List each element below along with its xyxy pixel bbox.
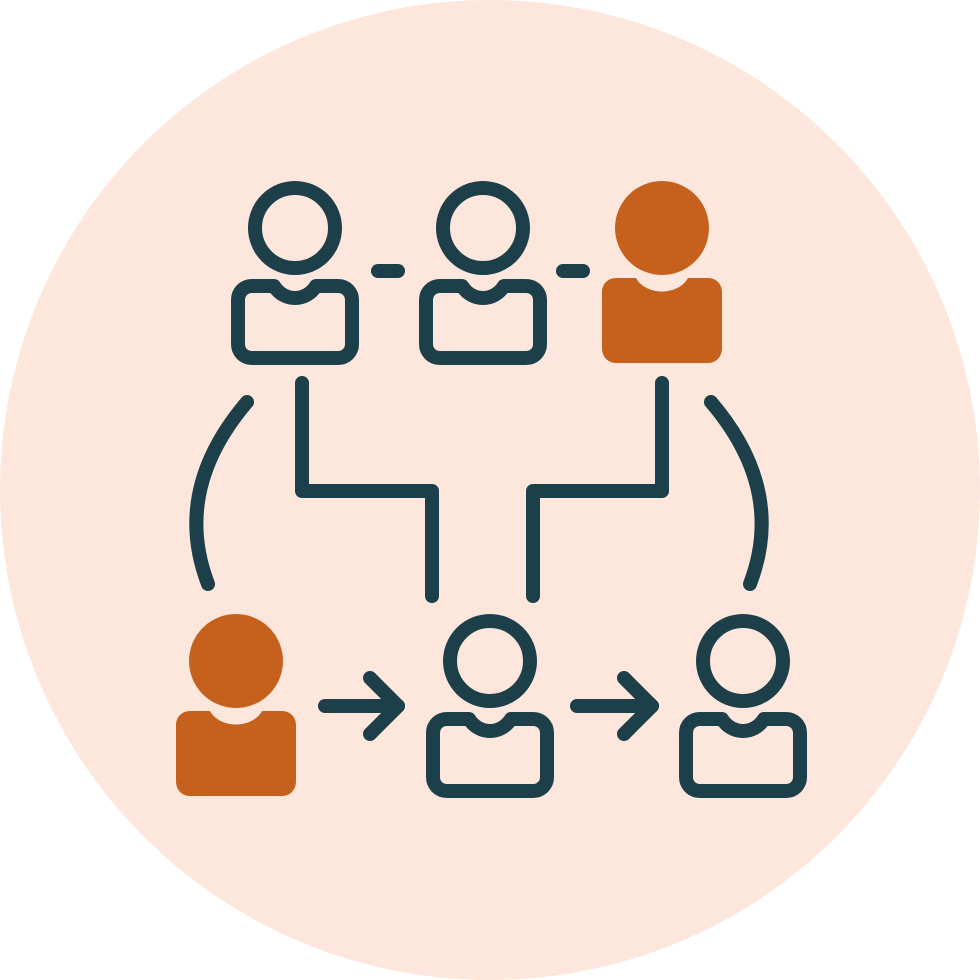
- arrow-right-icon: [318, 671, 405, 741]
- person-bottom-center-icon: [426, 614, 554, 798]
- person-bottom-left-filled-icon: [176, 614, 296, 796]
- person-top-right-filled-icon: [602, 181, 722, 363]
- person-top-center-icon: [419, 181, 547, 365]
- elbow-connector-left: [295, 376, 439, 603]
- arc-connector-left: [189, 395, 254, 591]
- arrow-right-icon: [570, 671, 659, 741]
- elbow-connector-right: [526, 376, 669, 603]
- person-top-left-icon: [231, 181, 359, 365]
- person-bottom-right-icon: [679, 614, 807, 798]
- arc-connector-right: [704, 395, 769, 591]
